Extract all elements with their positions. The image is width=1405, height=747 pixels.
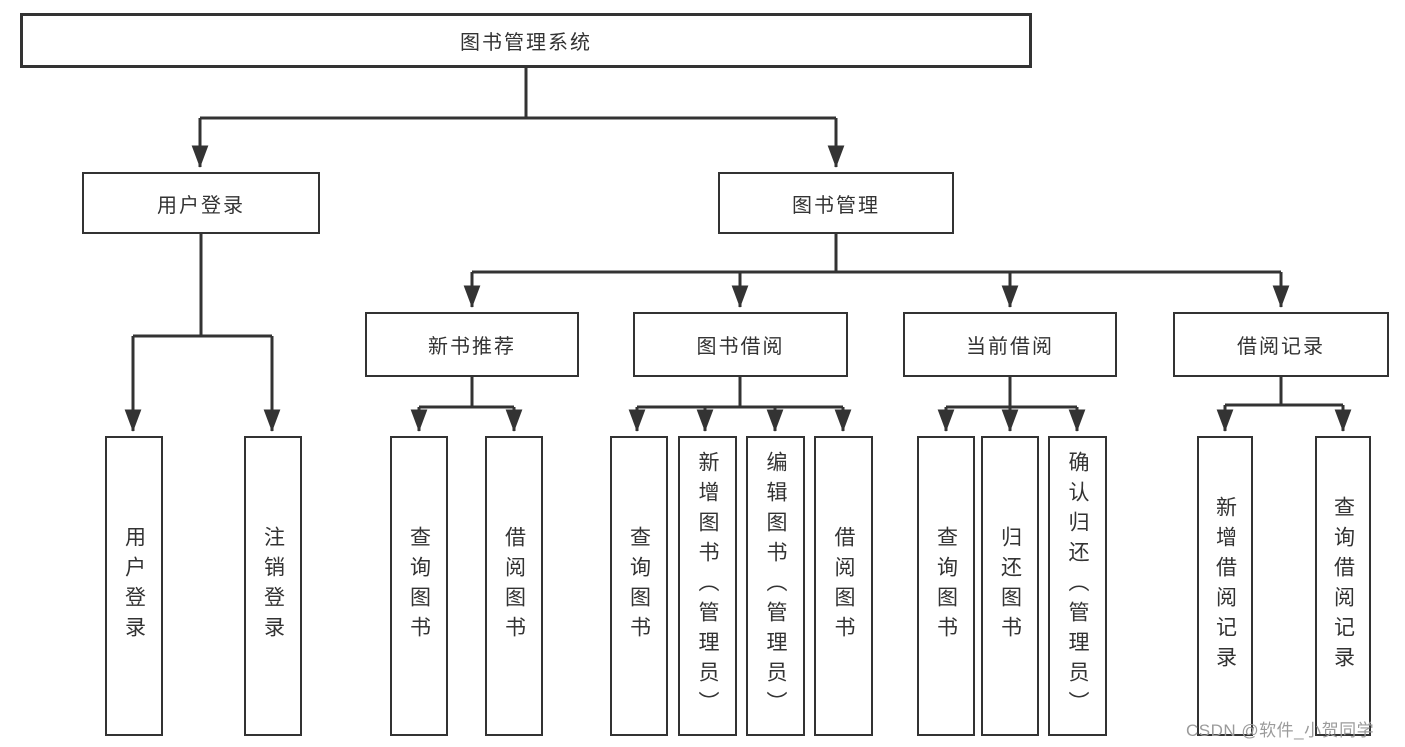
node-leaf-bb-borrow-book: 借阅图书	[814, 436, 873, 736]
csdn-watermark: CSDN @软件_小贺同学	[1186, 721, 1375, 740]
node-leaf-user-login: 用户登录	[105, 436, 163, 736]
node-user-login: 用户登录	[82, 172, 320, 234]
leaf-label: 查询借阅记录	[1331, 496, 1355, 676]
node-book-mgmt: 图书管理	[718, 172, 954, 234]
leaf-label: 新增图书（管理员）	[696, 451, 719, 721]
leaf-label: 注销登录	[261, 526, 285, 646]
leaf-label: 查询图书	[934, 526, 958, 646]
node-leaf-cb-confirm-return: 确认归还（管理员）	[1048, 436, 1107, 736]
node-leaf-cb-return-book: 归还图书	[981, 436, 1039, 736]
node-leaf-rec-query-book: 查询图书	[390, 436, 448, 736]
leaf-label: 归还图书	[998, 526, 1022, 646]
leaf-label: 借阅图书	[832, 526, 855, 646]
node-root: 图书管理系统	[20, 13, 1032, 68]
leaf-label: 新增借阅记录	[1213, 496, 1237, 676]
leaf-label: 查询图书	[407, 526, 431, 646]
node-leaf-bb-edit-book: 编辑图书（管理员）	[746, 436, 805, 736]
node-leaf-logout: 注销登录	[244, 436, 302, 736]
leaf-label: 查询图书	[627, 526, 651, 646]
node-leaf-bb-add-book: 新增图书（管理员）	[678, 436, 737, 736]
node-new-book-rec: 新书推荐	[365, 312, 579, 377]
leaf-label: 编辑图书（管理员）	[764, 451, 787, 721]
node-leaf-rec-borrow-book: 借阅图书	[485, 436, 543, 736]
connector-trunks	[133, 68, 1343, 409]
node-book-borrow: 图书借阅	[633, 312, 848, 377]
node-borrow-record: 借阅记录	[1173, 312, 1389, 377]
node-leaf-cb-query-book: 查询图书	[917, 436, 975, 736]
node-current-borrow: 当前借阅	[903, 312, 1117, 377]
leaf-label: 用户登录	[122, 526, 146, 646]
node-leaf-br-add-record: 新增借阅记录	[1197, 436, 1253, 736]
node-leaf-bb-query-book: 查询图书	[610, 436, 668, 736]
node-leaf-br-query-record: 查询借阅记录	[1315, 436, 1371, 736]
leaf-label: 确认归还（管理员）	[1066, 451, 1089, 721]
leaf-label: 借阅图书	[502, 526, 526, 646]
